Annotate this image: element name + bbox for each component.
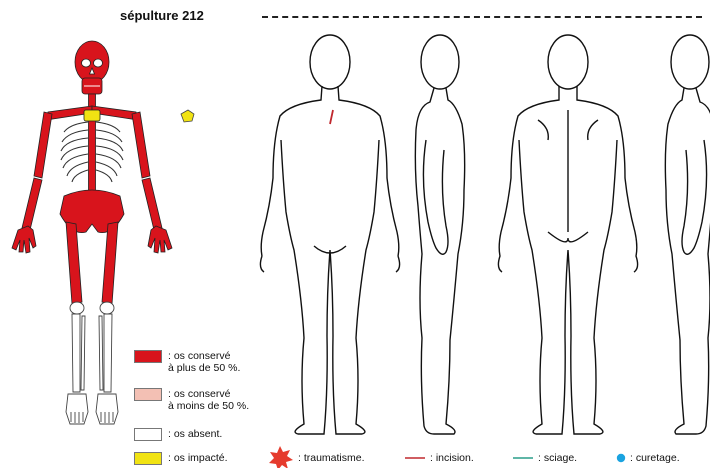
skeleton-right-femur	[102, 222, 118, 304]
incision-mark	[330, 110, 333, 124]
skeleton-figure	[12, 41, 194, 424]
legend-label-sciage: : sciage.	[538, 452, 577, 464]
body-front-view	[260, 35, 399, 434]
legend-label-impacted: : os impacté.	[168, 452, 228, 464]
skeleton-sternum-impacted	[84, 110, 100, 121]
legend-label-incision: : incision.	[430, 452, 474, 464]
trauma-star-icon	[269, 446, 293, 468]
legend-swatch-absent	[134, 428, 162, 441]
legend-label-absent: : os absent.	[168, 428, 222, 440]
skeleton-skull	[75, 41, 109, 94]
impacted-bone-fragment	[181, 110, 194, 122]
skeleton-lower-legs-absent	[66, 302, 118, 424]
legend-label-conserved-high: : os conservé à plus de 50 %.	[168, 350, 240, 374]
legend-swatch-conserved-high	[134, 350, 162, 363]
legend-label-conserved-low: : os conservé à moins de 50 %.	[168, 388, 249, 412]
curetage-dot-icon	[617, 454, 625, 462]
body-back-view	[498, 35, 637, 434]
body-left-side-view	[415, 35, 464, 434]
legend-swatch-conserved-low	[134, 388, 162, 401]
skeleton-left-femur	[66, 222, 82, 304]
body-right-side-view	[665, 35, 710, 434]
legend-label-curetage: : curetage.	[630, 452, 680, 464]
skeleton-left-arm	[12, 112, 52, 253]
skeleton-right-arm	[132, 112, 172, 253]
legend-label-traumatisme: : traumatisme.	[298, 452, 365, 464]
legend-swatch-impacted	[134, 452, 162, 465]
